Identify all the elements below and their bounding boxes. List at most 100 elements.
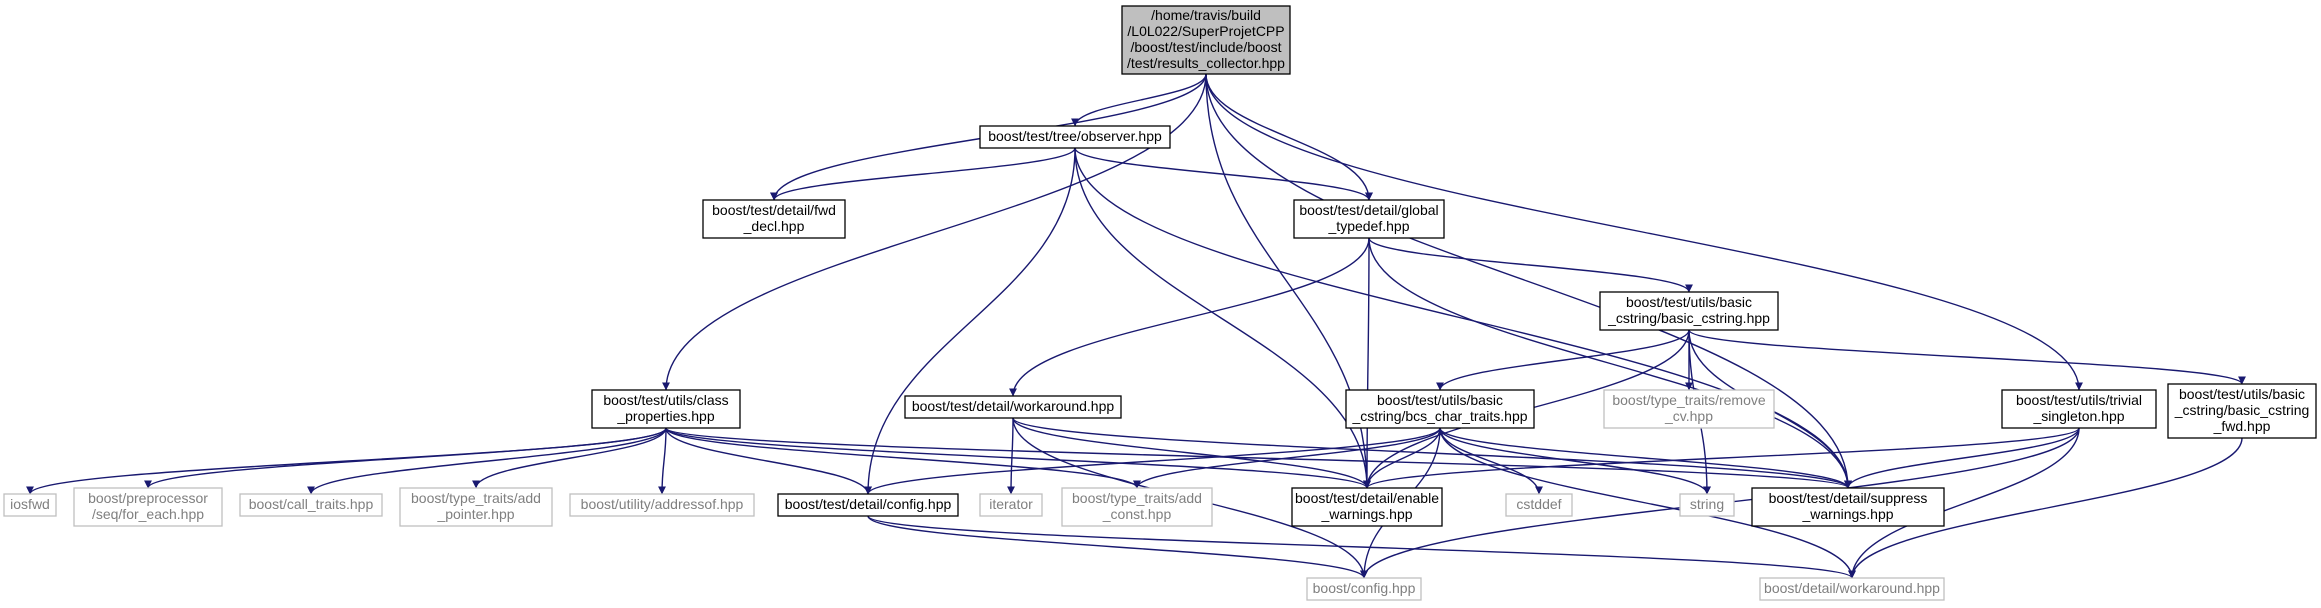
node-label-line: _properties.hpp [616,408,715,424]
node-label-line: _singleton.hpp [2032,408,2124,424]
edge-trivial_singleton-to-enable_warnings [1363,427,2080,489]
include-edge [1436,329,1690,391]
node-label-line: _pointer.hpp [436,506,514,522]
node-label-line: boost/test/utils/basic [1626,294,1752,310]
node-label-line: _cv.hpp [1664,408,1713,424]
node-label-line: _warnings.hpp [1320,506,1412,522]
node-label-line: boost/config.hpp [1313,580,1416,596]
include-edge [864,427,1441,495]
node-box [1061,487,1213,527]
node-label-line: _const.hpp [1102,506,1172,522]
include-edge [1688,329,2246,385]
include-edge [1363,427,1441,489]
edge-observer-to-suppress_warnings [1074,147,1852,489]
node-label-line: _fwd.hpp [2213,418,2271,434]
include-edge [1439,427,1711,495]
edge-trivial_singleton-to-suppress_warnings [1844,427,2080,489]
node-config-test[interactable]: boost/test/detail/config.hpp [777,493,959,517]
edge-class_properties-to-config_test [665,427,872,495]
edge-bcs_char_traits-to-string [1439,427,1711,495]
include-edge [1439,427,1852,489]
node-label-line: boost/preprocessor [88,490,208,506]
node-box [1759,577,1945,601]
node-label-line: boost/test/utils/basic [1377,392,1503,408]
node-label-line: boost/test/detail/global [1299,202,1438,218]
node-trivial-singleton[interactable]: boost/test/utils/trivial_singleton.hpp [2001,389,2157,429]
edge-observer-to-fwd_decl [770,147,1076,201]
node-label-line: iosfwd [10,496,50,512]
node-label-line: boost/test/utils/basic [2179,386,2305,402]
include-edge [1009,237,1370,397]
node-fwd-decl[interactable]: boost/test/detail/fwd_decl.hpp [702,199,846,239]
node-box [1505,493,1573,517]
include-edge [665,427,1371,489]
edge-workaround_test-to-suppress_warnings [1012,417,1852,489]
edge-class_properties-to-add_pointer [472,427,667,489]
include-edge [1844,427,2080,489]
node-class-properties[interactable]: boost/test/utils/class_properties.hpp [591,389,741,429]
edge-observer-to-config_test [864,147,1076,495]
node-global-typedef[interactable]: boost/test/detail/global_typedef.hpp [1293,199,1445,239]
node-basic-cstring-fwd[interactable]: boost/test/utils/basic_cstring/basic_cst… [2167,383,2317,439]
node-root[interactable]: /home/travis/build/L0L022/SuperProjetCPP… [1121,5,1291,75]
node-label-line: boost/type_traits/remove [1612,392,1766,408]
edge-bcs_char_traits-to-suppress_warnings [1439,427,1852,489]
include-edge [665,427,1852,489]
node-basic-cstring[interactable]: boost/test/utils/basic_cstring/basic_cst… [1599,291,1779,331]
node-enable-warnings[interactable]: boost/test/detail/enable_warnings.hpp [1291,487,1443,527]
node-box [979,125,1171,149]
node-remove-cv: boost/type_traits/remove_cv.hpp [1603,389,1775,429]
node-iterator: iterator [979,493,1043,517]
edge-root-to-global_typedef [1205,73,1373,201]
node-cstddef: cstddef [1505,493,1573,517]
node-box [569,493,755,517]
node-suppress-warnings[interactable]: boost/test/detail/suppress_warnings.hpp [1751,487,1945,527]
node-label-line: boost/utility/addressof.hpp [581,496,744,512]
include-edge [1848,427,2080,579]
node-box [591,389,741,429]
include-edge [307,427,667,495]
include-edge [1012,417,1371,489]
node-label-line: string [1690,496,1724,512]
node-box [1599,291,1779,331]
include-edge [1071,73,1207,127]
include-edge [1205,73,1373,201]
node-label-line: boost/call_traits.hpp [249,496,374,512]
node-label-line: boost/test/detail/enable [1295,490,1439,506]
edge-workaround_test-to-enable_warnings [1012,417,1371,489]
node-label-line: _cstring/basic_cstring [2174,402,2310,418]
node-add-pointer: boost/type_traits/add_pointer.hpp [399,487,553,527]
edge-class_properties-to-suppress_warnings [665,427,1852,489]
node-bcs-char-traits[interactable]: boost/test/utils/basic_cstring/bcs_char_… [1345,389,1535,429]
nodes: /home/travis/build/L0L022/SuperProjetCPP… [3,5,2317,601]
edge-root-to-trivial_singleton [1205,73,2083,391]
edge-class_properties-to-enable_warnings [665,427,1371,489]
node-label-line: _warnings.hpp [1801,506,1893,522]
node-box [73,487,223,527]
node-label-line: _typedef.hpp [1328,218,1410,234]
edge-workaround_test-to-iterator [1007,417,1016,495]
node-label-line: boost/type_traits/add [411,490,541,506]
include-edge [1439,427,1856,579]
include-edge [665,427,872,495]
include-edge [472,427,667,489]
node-label-line: /seq/for_each.hpp [92,506,204,522]
node-label-line: /home/travis/build [1151,7,1261,23]
edge-observer-to-global_typedef [1074,147,1373,201]
node-label-line: iterator [989,496,1033,512]
node-addressof: boost/utility/addressof.hpp [569,493,755,517]
node-string: string [1679,493,1735,517]
include-edge [1133,427,1441,489]
node-workaround-test[interactable]: boost/test/detail/workaround.hpp [904,395,1122,419]
node-label-line: boost/test/utils/class [603,392,728,408]
include-edge [1205,73,1852,489]
node-label-line: cstddef [1516,496,1561,512]
node-observer[interactable]: boost/test/tree/observer.hpp [979,125,1171,149]
node-box [777,493,959,517]
node-label-line: boost/test/tree/observer.hpp [988,128,1162,144]
node-label-line: _cstring/basic_cstring.hpp [1607,310,1770,326]
node-label-line: _cstring/bcs_char_traits.hpp [1351,408,1527,424]
edge-bcs_char_traits-to-detail_workaround [1439,427,1856,579]
node-box [702,199,846,239]
